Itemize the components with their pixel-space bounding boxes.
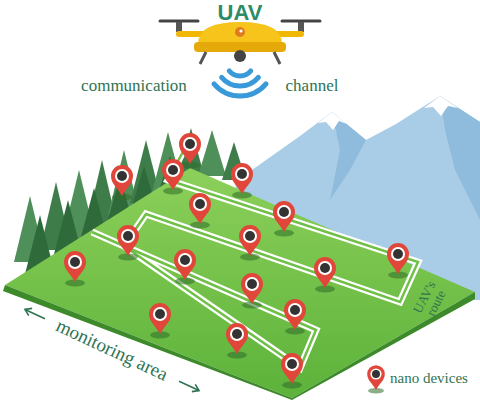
nano-device-pin	[241, 273, 263, 309]
mountain-shade	[440, 96, 480, 220]
nano-device-pin	[117, 225, 139, 261]
nano-device-pin	[281, 353, 303, 389]
nano-device-pin	[284, 299, 306, 335]
uav-title: UAV	[218, 0, 263, 26]
extent-arrows	[23, 306, 200, 394]
nano-device-pin	[111, 165, 133, 201]
nano-device-pin	[174, 249, 196, 285]
nano-device-pin	[273, 201, 295, 237]
nano-device-pin	[64, 251, 86, 287]
nano-device-pin	[226, 323, 248, 359]
field-edge	[3, 285, 475, 400]
route-inner	[92, 146, 418, 368]
snow-cap	[318, 112, 347, 130]
route-outline	[92, 146, 418, 368]
snow-cap	[424, 96, 458, 116]
nano-device-pin	[239, 225, 261, 261]
nano-device-pin	[162, 159, 184, 195]
nano-device-pin	[231, 163, 253, 199]
link-label: channel	[286, 76, 339, 96]
nano-device-pin	[179, 133, 201, 169]
uav-drone	[160, 21, 320, 64]
link-label: communication	[81, 76, 187, 96]
nano-device-pin	[189, 193, 211, 229]
nano-device-pin	[387, 243, 409, 279]
nano-device-pin	[314, 257, 336, 293]
nano-device-pin	[149, 303, 171, 339]
legend-pin	[367, 365, 385, 393]
legend-label: nano devices	[390, 370, 468, 387]
uav-route-layer	[92, 146, 418, 368]
legend	[367, 365, 385, 393]
signal-waves	[214, 71, 266, 96]
